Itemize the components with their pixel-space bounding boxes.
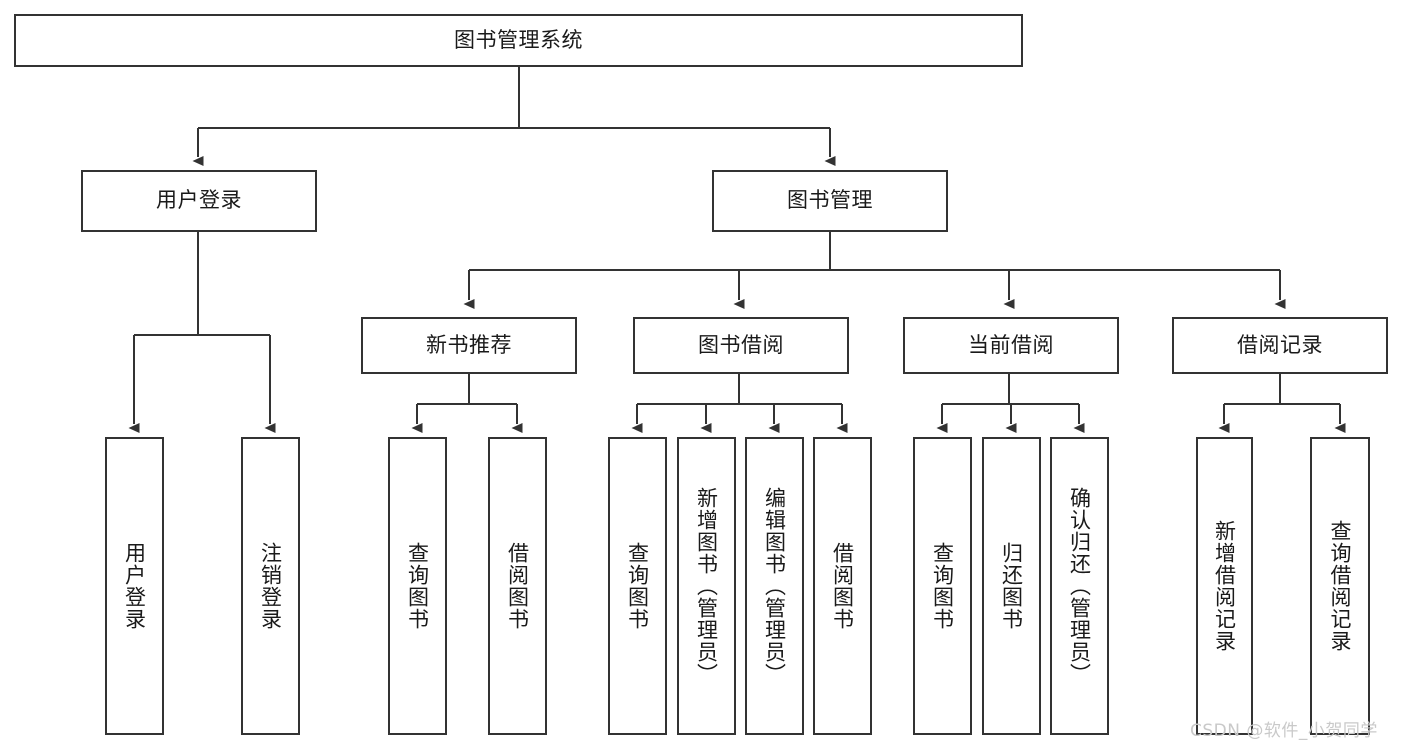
node-user-login-label: 用户登录	[156, 188, 242, 213]
node-leaf-user-logout-label: 注销登录	[258, 542, 283, 630]
node-leaf-rec-add-label: 新增借阅记录	[1212, 520, 1237, 652]
node-new-book-rec[interactable]: 新书推荐	[361, 317, 577, 374]
node-leaf-borrow-edit[interactable]: 编辑图书（管理员）	[745, 437, 804, 735]
node-book-borrow[interactable]: 图书借阅	[633, 317, 849, 374]
node-leaf-rec-query[interactable]: 查询图书	[388, 437, 447, 735]
node-leaf-cur-confirm-label: 确认归还（管理员）	[1067, 487, 1092, 685]
node-leaf-borrow-lend[interactable]: 借阅图书	[813, 437, 872, 735]
node-leaf-rec-query-label: 查询图书	[405, 542, 430, 630]
node-leaf-rec-borrow-label: 借阅图书	[505, 542, 530, 630]
node-leaf-user-logout[interactable]: 注销登录	[241, 437, 300, 735]
node-leaf-user-login-label: 用户登录	[122, 542, 147, 630]
node-leaf-borrow-query[interactable]: 查询图书	[608, 437, 667, 735]
csdn-watermark: CSDN @软件_小贺同学	[1190, 721, 1378, 741]
node-leaf-rec-search-label: 查询借阅记录	[1328, 520, 1353, 652]
node-book-manage-label: 图书管理	[787, 188, 873, 213]
node-borrow-record[interactable]: 借阅记录	[1172, 317, 1388, 374]
node-book-borrow-label: 图书借阅	[698, 332, 784, 357]
node-leaf-cur-return[interactable]: 归还图书	[982, 437, 1041, 735]
node-leaf-cur-return-label: 归还图书	[999, 542, 1024, 630]
node-leaf-borrow-add[interactable]: 新增图书（管理员）	[677, 437, 736, 735]
node-current-borrow[interactable]: 当前借阅	[903, 317, 1119, 374]
node-leaf-borrow-query-label: 查询图书	[625, 542, 650, 630]
node-leaf-rec-add[interactable]: 新增借阅记录	[1196, 437, 1253, 735]
node-book-manage[interactable]: 图书管理	[712, 170, 948, 232]
node-leaf-cur-confirm[interactable]: 确认归还（管理员）	[1050, 437, 1109, 735]
node-borrow-record-label: 借阅记录	[1237, 332, 1323, 357]
node-root[interactable]: 图书管理系统	[14, 14, 1023, 67]
node-leaf-user-login[interactable]: 用户登录	[105, 437, 164, 735]
node-current-borrow-label: 当前借阅	[968, 332, 1054, 357]
node-leaf-borrow-add-label: 新增图书（管理员）	[694, 487, 719, 685]
node-leaf-borrow-lend-label: 借阅图书	[830, 542, 855, 630]
node-user-login[interactable]: 用户登录	[81, 170, 317, 232]
node-new-book-rec-label: 新书推荐	[426, 332, 512, 357]
node-leaf-borrow-edit-label: 编辑图书（管理员）	[762, 487, 787, 685]
node-leaf-rec-search[interactable]: 查询借阅记录	[1310, 437, 1370, 735]
node-root-label: 图书管理系统	[454, 27, 583, 52]
node-leaf-cur-query-label: 查询图书	[930, 542, 955, 630]
node-leaf-cur-query[interactable]: 查询图书	[913, 437, 972, 735]
node-leaf-rec-borrow[interactable]: 借阅图书	[488, 437, 547, 735]
